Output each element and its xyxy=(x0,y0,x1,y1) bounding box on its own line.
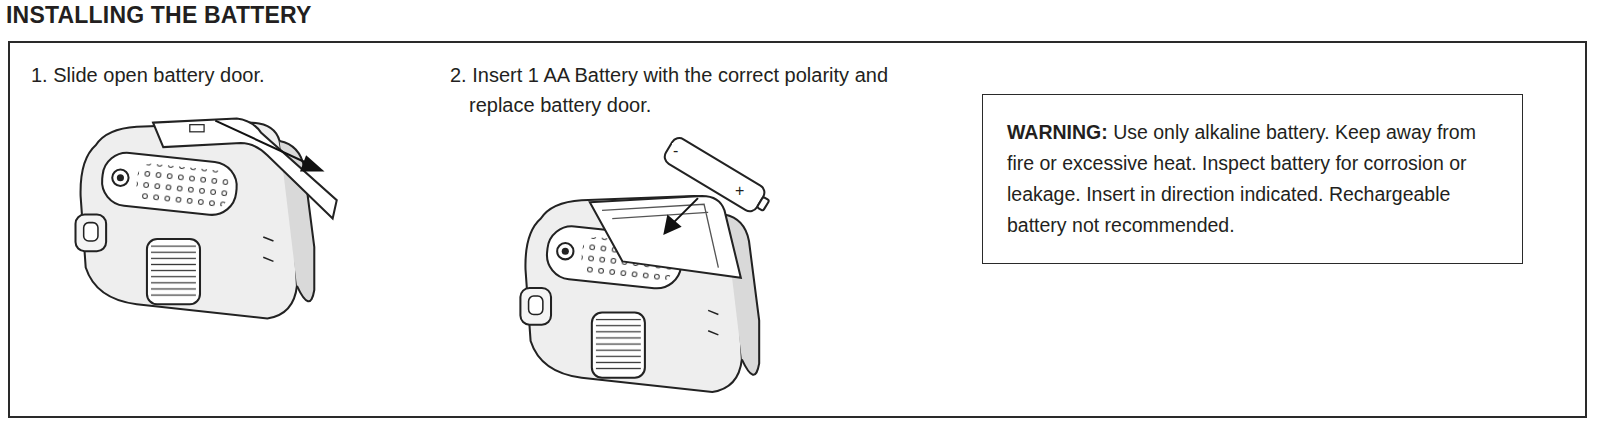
polarity-sign: - xyxy=(672,143,679,159)
step-instruction: 2. Insert 1 AA Battery with the correct … xyxy=(450,60,909,120)
warning-heading: WARNING: xyxy=(1007,121,1108,143)
warning-box: WARNING: Use only alkaline battery. Keep… xyxy=(982,94,1523,264)
instruction-frame: 1. Slide open battery door.2. Insert 1 A… xyxy=(8,41,1587,418)
step-instruction: 1. Slide open battery door. xyxy=(31,60,451,90)
polarity-sign: + xyxy=(734,183,745,199)
diagram-title: INSTALLING THE BATTERY xyxy=(6,2,312,29)
